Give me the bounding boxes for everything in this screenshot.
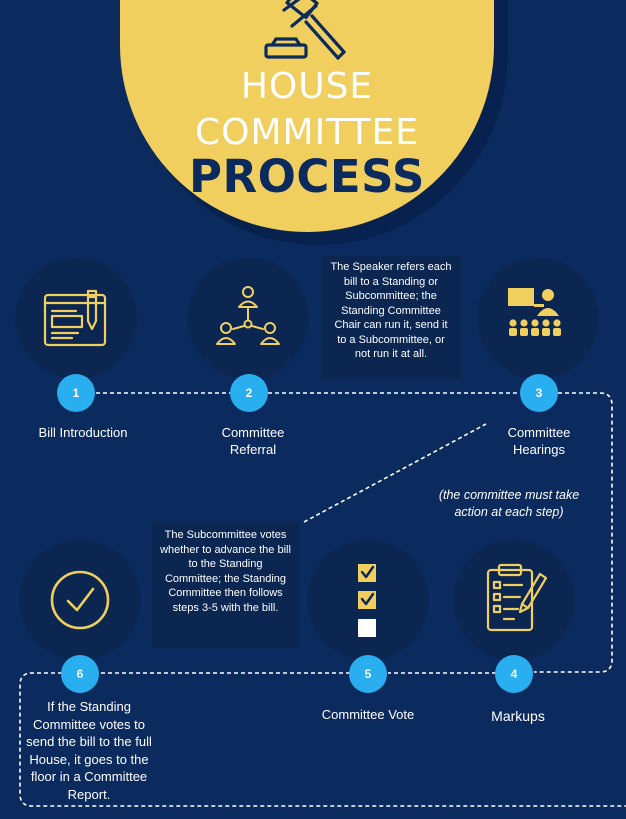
step-6-label: If the Standing Committee votes to send …	[26, 699, 152, 802]
action-note: (the committee must take action at each …	[438, 488, 580, 519]
title-house: HOUSE	[240, 66, 374, 107]
step-5-label: Committee Vote	[321, 707, 415, 722]
step-5-number: 5	[349, 655, 387, 693]
step-4-number: 4	[495, 655, 533, 693]
step-1-number: 1	[57, 374, 95, 412]
step-3-label: Committee Hearings	[507, 425, 571, 457]
step-2-number: 2	[230, 374, 268, 412]
gavel-icon	[262, 0, 352, 62]
check-circle-icon	[49, 569, 111, 631]
clipboard-pen-icon	[484, 562, 550, 634]
step-2-label: Committee Referral	[221, 425, 285, 457]
title-process: PROCESS	[189, 150, 425, 203]
step-1-circle	[16, 258, 136, 378]
subcommittee-note: The Subcommittee votes whether to advanc…	[152, 522, 299, 648]
document-pen-icon	[42, 287, 110, 349]
referral-note: The Speaker refers each bill to a Standi…	[321, 256, 461, 380]
step-3-number: 3	[520, 374, 558, 412]
people-network-icon	[214, 282, 282, 350]
title-committee: COMMITTEE	[194, 112, 420, 153]
step-3-circle	[478, 258, 598, 378]
step-6-number: 6	[61, 655, 99, 693]
checkbox-list-icon	[356, 562, 380, 640]
step-1-label: Bill Introduction	[38, 425, 128, 440]
presentation-audience-icon	[504, 286, 572, 342]
step-6-circle	[20, 540, 140, 660]
step-4-circle	[454, 540, 574, 660]
step-4-label: Markups	[491, 708, 545, 724]
